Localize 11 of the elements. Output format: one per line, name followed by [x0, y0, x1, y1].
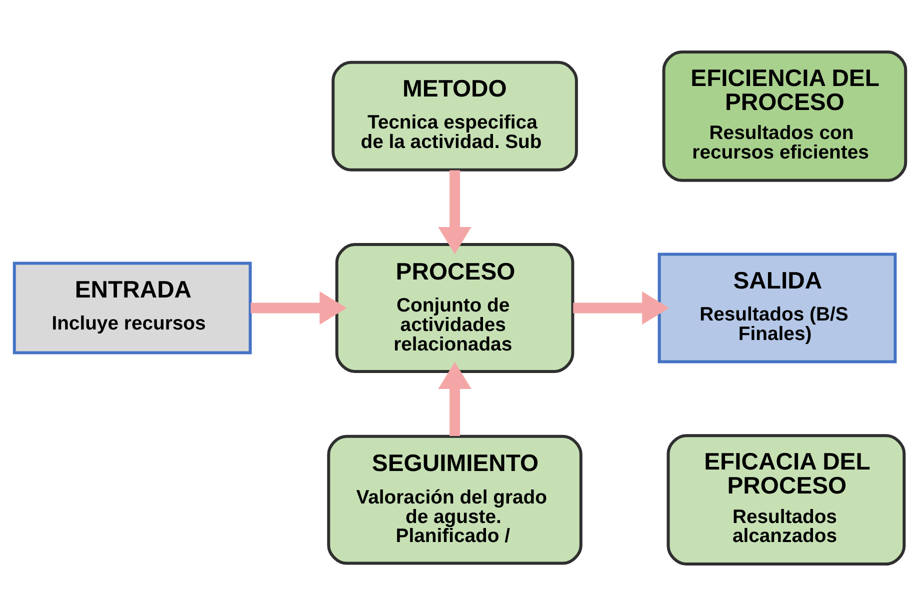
- node-box: PROCESO Conjunto de actividades relacionadas: [335, 243, 574, 373]
- node-box: SALIDA Resultados (B/S Finales): [658, 252, 897, 364]
- node-box: METODO Tecnica especifica de la actividad. Sub: [332, 60, 578, 172]
- arrow: [573, 291, 670, 325]
- node-box: EFICIENCIA DEL PROCESO Resultados con recursos eficientes: [662, 50, 908, 182]
- node-box: SEGUIMIENTO Valoración del grado de aguste. Planificado /: [327, 434, 582, 565]
- arrow: [438, 170, 472, 254]
- node-box: EFICACIA DEL PROCESO Resultados alcanzados: [666, 434, 906, 566]
- arrow: [250, 291, 347, 325]
- node-box: ENTRADA Incluye recursos: [12, 262, 252, 354]
- arrow: [438, 362, 472, 436]
